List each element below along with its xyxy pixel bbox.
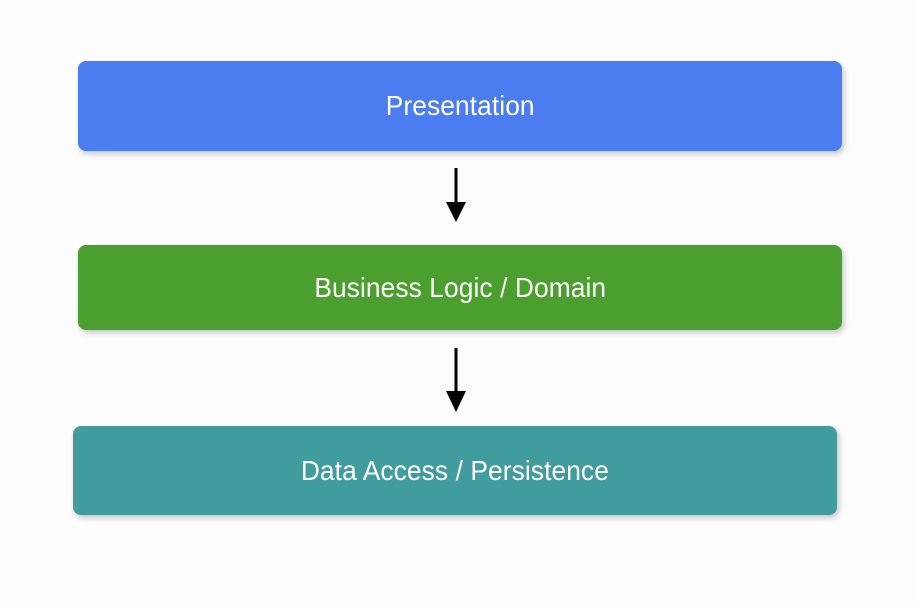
layer-label-presentation: Presentation (385, 90, 535, 121)
layer-box-business-logic[interactable]: Business Logic / Domain (78, 245, 842, 330)
arrow-down-icon (446, 168, 466, 222)
layer-box-presentation[interactable]: Presentation (78, 61, 842, 151)
layer-label-business-logic: Business Logic / Domain (314, 271, 606, 303)
layer-label-data-access: Data Access / Persistence (300, 454, 610, 486)
arrow-down-icon (446, 348, 466, 412)
arrow-business-to-data (440, 346, 472, 414)
arrow-presentation-to-business (440, 166, 472, 224)
layer-box-data-access[interactable]: Data Access / Persistence (73, 426, 837, 515)
